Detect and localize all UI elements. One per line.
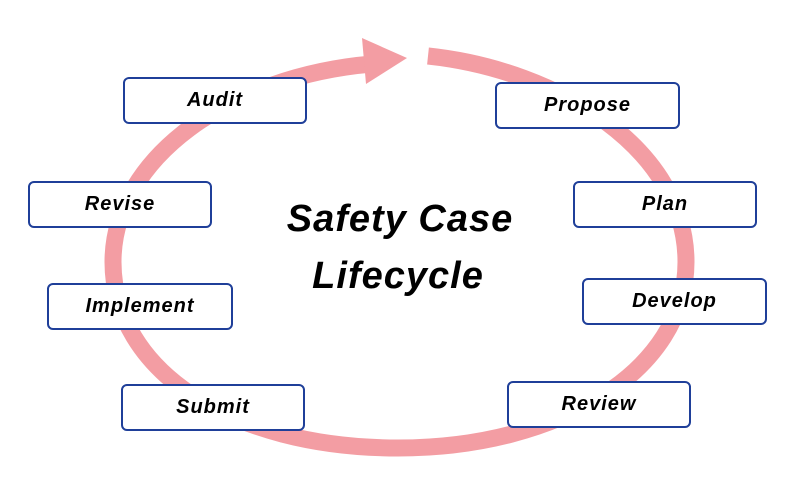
step-propose: Propose bbox=[495, 82, 680, 129]
step-review: Review bbox=[507, 381, 691, 428]
cycle-arrow-head bbox=[362, 38, 407, 84]
step-audit: Audit bbox=[123, 77, 307, 124]
step-revise: Revise bbox=[28, 181, 212, 228]
step-submit: Submit bbox=[121, 384, 305, 431]
step-develop: Develop bbox=[582, 278, 767, 325]
diagram-title-line-1: Safety Case bbox=[286, 198, 514, 240]
step-implement: Implement bbox=[47, 283, 233, 330]
cycle-arrow-track bbox=[104, 47, 695, 457]
step-plan: Plan bbox=[573, 181, 757, 228]
diagram-title-line-2: Lifecycle bbox=[312, 255, 484, 297]
